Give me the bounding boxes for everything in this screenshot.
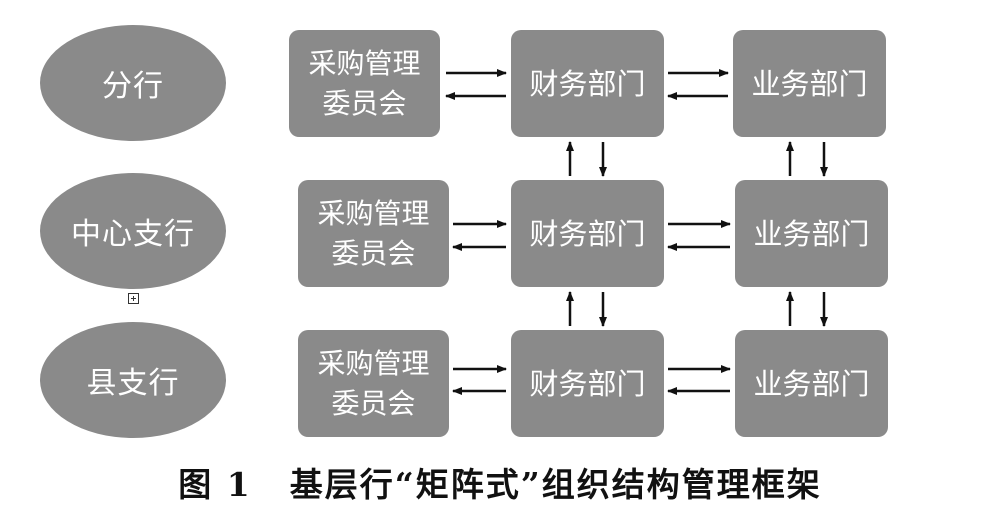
finance-box-row2: 财务部门 [511, 180, 664, 287]
finance-box-row3: 财务部门 [511, 330, 664, 437]
finance-box-row1: 财务部门 [511, 30, 664, 137]
business-label-row3: 业务部门 [753, 366, 870, 401]
committee-box-row2: 采购管理委员会 [298, 180, 449, 287]
committee-label-row1: 采购管理委员会 [308, 46, 421, 120]
level-ellipse-central-subbranch: 中心支行 [40, 173, 226, 289]
level-label-central-subbranch: 中心支行 [71, 217, 195, 252]
committee-box-row1: 采购管理委员会 [289, 30, 440, 137]
business-box-row1: 业务部门 [733, 30, 886, 137]
level-label-branch: 分行 [102, 69, 164, 104]
figure-title: 基层行“矩阵式”组织结构管理框架 [289, 465, 822, 504]
figure-number: 图 1 [178, 465, 252, 504]
figure-caption: 图 1 基层行“矩阵式”组织结构管理框架 [0, 458, 1000, 506]
business-box-row2: 业务部门 [735, 180, 888, 287]
committee-box-row3: 采购管理委员会 [298, 330, 449, 437]
business-label-row2: 业务部门 [753, 216, 870, 251]
finance-label-row3: 财务部门 [529, 366, 646, 401]
level-label-county-subbranch: 县支行 [86, 366, 180, 401]
business-box-row3: 业务部门 [735, 330, 888, 437]
committee-label-row3: 采购管理委员会 [317, 346, 430, 420]
finance-label-row2: 财务部门 [529, 216, 646, 251]
level-ellipse-branch: 分行 [40, 25, 226, 141]
finance-label-row1: 财务部门 [529, 66, 646, 101]
business-label-row1: 业务部门 [751, 66, 868, 101]
expand-plus-icon[interactable] [128, 293, 139, 304]
committee-label-row2: 采购管理委员会 [317, 196, 430, 270]
level-ellipse-county-subbranch: 县支行 [40, 322, 226, 438]
